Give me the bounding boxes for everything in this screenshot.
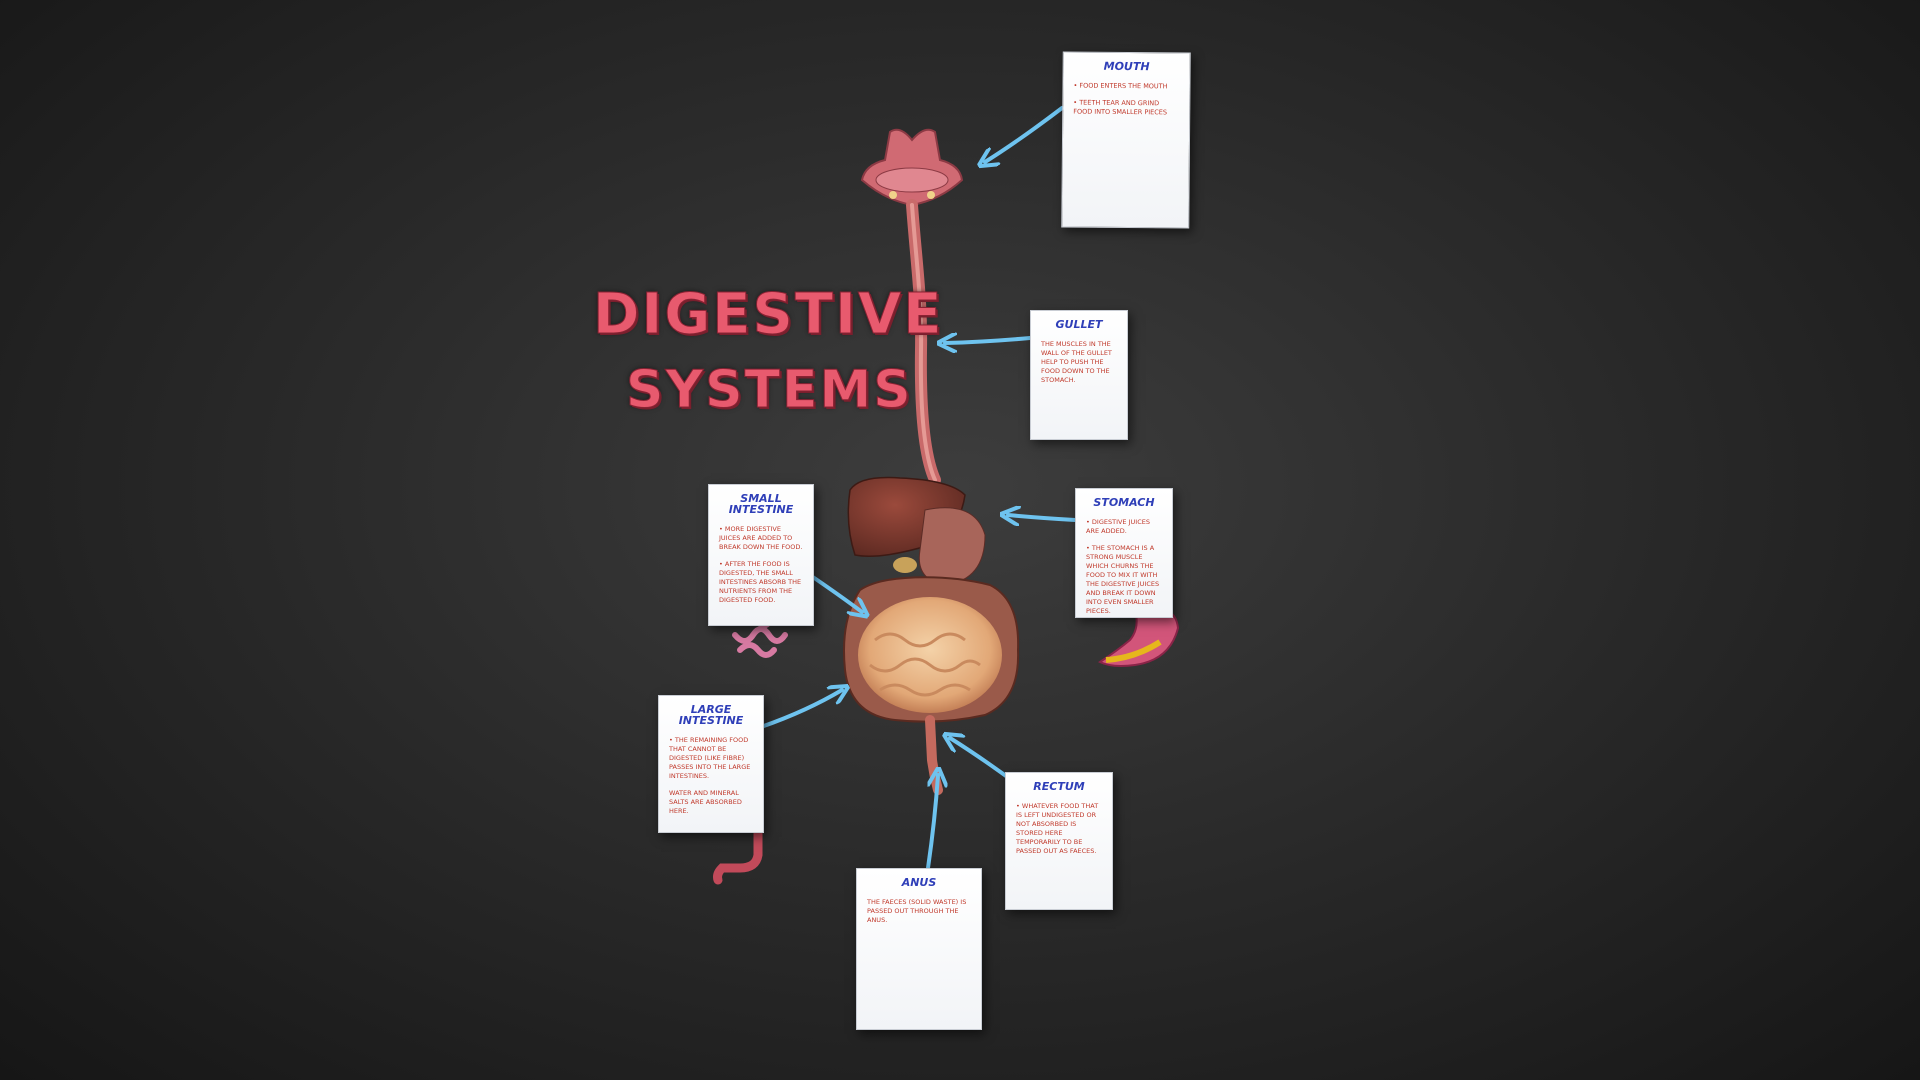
card-small-intestine-line-1: MORE DIGESTIVE JUICES ARE ADDED TO BREAK… <box>719 525 803 552</box>
card-small-intestine-line-2: AFTER THE FOOD IS DIGESTED, THE SMALL IN… <box>719 560 803 605</box>
card-rectum-line-1: WHATEVER FOOD THAT IS LEFT UNDIGESTED OR… <box>1016 802 1102 856</box>
liver-stomach-model <box>847 476 986 586</box>
arrow-large-intestine <box>756 690 842 730</box>
arrow-gullet <box>945 338 1032 343</box>
card-stomach-line-2: THE STOMACH IS A STRONG MUSCLE WHICH CHU… <box>1086 544 1162 616</box>
card-stomach-line-1: DIGESTIVE JUICES ARE ADDED. <box>1086 518 1162 536</box>
card-gullet: GULLET THE MUSCLES IN THE WALL OF THE GU… <box>1030 310 1128 440</box>
card-small-intestine: SMALL INTESTINE MORE DIGESTIVE JUICES AR… <box>708 484 814 626</box>
card-mouth-line-2: TEETH TEAR AND GRIND FOOD INTO SMALLER P… <box>1073 99 1179 118</box>
card-stomach: STOMACH DIGESTIVE JUICES ARE ADDED. THE … <box>1075 488 1173 618</box>
card-large-intestine-line-1: THE REMAINING FOOD THAT CANNOT BE DIGEST… <box>669 736 753 781</box>
card-small-intestine-title: SMALL INTESTINE <box>728 492 794 516</box>
title-line2: SYSTEMS <box>626 360 913 421</box>
card-mouth: MOUTH FOOD ENTERS THE MOUTH TEETH TEAR A… <box>1061 51 1191 229</box>
card-mouth-line-1: FOOD ENTERS THE MOUTH <box>1073 82 1179 92</box>
card-anus: ANUS THE FAECES (SOLID WASTE) IS PASSED … <box>856 868 982 1030</box>
card-large-intestine: LARGE INTESTINE THE REMAINING FOOD THAT … <box>658 695 764 833</box>
card-anus-line-1: THE FAECES (SOLID WASTE) IS PASSED OUT T… <box>867 898 967 924</box>
card-gullet-title: GULLET <box>1055 318 1103 331</box>
arrow-stomach <box>1008 515 1077 520</box>
arrow-mouth <box>985 106 1064 162</box>
intestines-model <box>843 576 1020 795</box>
card-rectum: RECTUM WHATEVER FOOD THAT IS LEFT UNDIGE… <box>1005 772 1113 910</box>
card-rectum-title: RECTUM <box>1033 780 1085 793</box>
title-line1: DIGESTIVE <box>593 282 944 348</box>
arrows <box>756 106 1077 870</box>
stomach-illustration <box>1098 606 1180 667</box>
card-stomach-title: STOMACH <box>1093 496 1155 509</box>
card-anus-title: ANUS <box>901 876 937 889</box>
card-gullet-line-1: THE MUSCLES IN THE WALL OF THE GULLET HE… <box>1041 340 1112 384</box>
arrow-anus <box>926 775 938 870</box>
card-large-intestine-line-2: WATER AND MINERAL SALTS ARE ABSORBED HER… <box>669 789 742 815</box>
mouth-model <box>860 128 964 207</box>
card-large-intestine-title: LARGE INTESTINE <box>678 703 744 727</box>
card-mouth-title: MOUTH <box>1103 59 1150 74</box>
